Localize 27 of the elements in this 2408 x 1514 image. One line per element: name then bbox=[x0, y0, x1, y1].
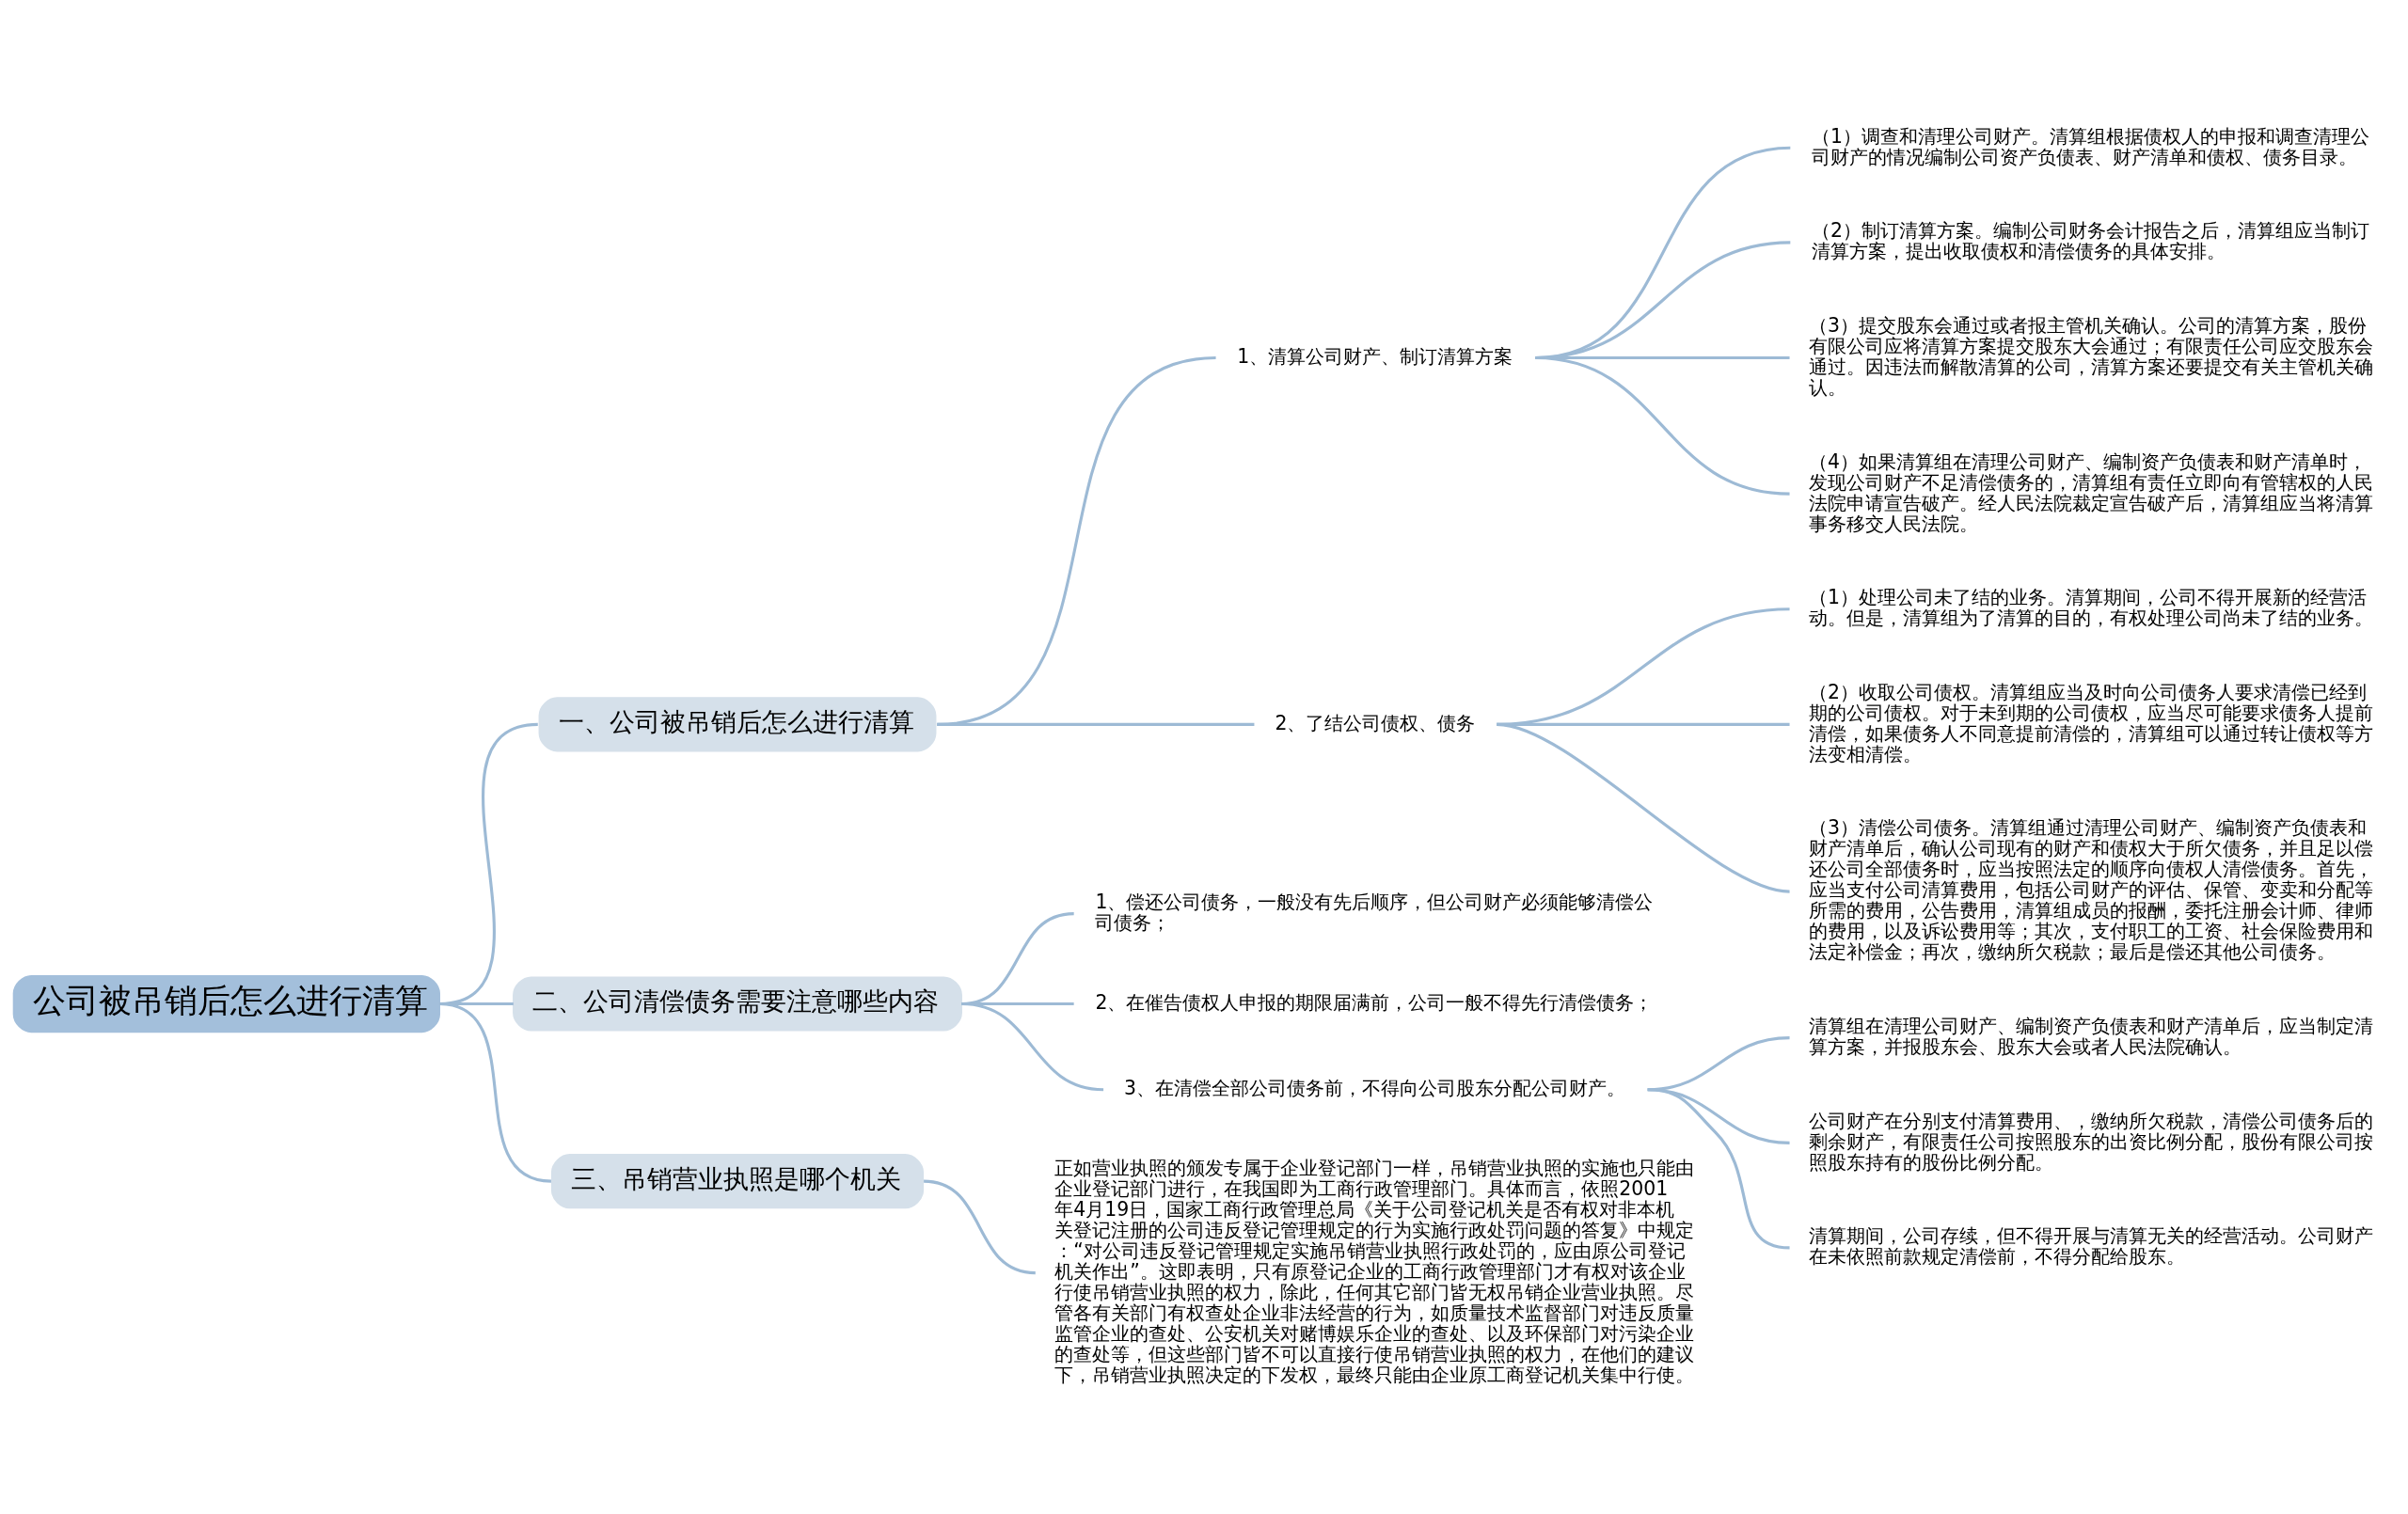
node-text: 1、清算公司财产、制订清算方案 bbox=[1237, 344, 1513, 368]
node-text: 清算期间，公司存续，但不得开展与清算无关的经营活动。公司财产在未依照前款规定清偿前，不得分配给股东。 bbox=[1808, 1224, 2373, 1269]
node-text: 2、在催告债权人申报的期限届满前，公司一般不得先行清偿债务； bbox=[1095, 990, 1654, 1014]
connector bbox=[1535, 355, 1790, 496]
node-text: （3）提交股东会通过或者报主管机关确认。公司的清算方案，股份有限公司应将清算方案提交股东大会通过；有限责任公司应交股东会通过。因违法而解散清算的公司，清算方案还要提交有关主管机关确认。 bbox=[1808, 313, 2373, 399]
node-text: （1）处理公司未了结的业务。清算期间，公司不得开展新的经营活动。但是，清算组为了清算的目的，有权处理公司尚未了结的业务。 bbox=[1808, 586, 2373, 630]
connector bbox=[961, 1001, 1104, 1092]
node-text: （1）调查和清理公司财产。清算组根据债权人的申报和调查清理公司财产的情况编制公司资产负债表、财产清单和债权、债务目录。 bbox=[1812, 124, 2370, 168]
node-text: 正如营业执照的颁发专属于企业登记部门一样，吊销营业执照的实施也只能由企业登记部门进行，在我国即为工商行政管理部门。具体而言，依照2001年4月19日，国家工商行政管理总局《关于公司登记机关是否有权对非本机关登记注册的公司违反登记管理规定的行为实施行政处罚问题的答复》中规定：“对公司违反登记管理规定实施吊销营业执照行政处罚的，应由原公司登记机关作出”。这即表明，只有原登记企业的工商行政管理部门才有权对该企业行使吊销营业执照的权力，除此，任何其它部门皆无权吊销企业营业执照。尽管各有关部门有权查处企业非法经营的行为，如质量技术监督部门对违反质量监管企业的查处、公安机关对赌博娱乐企业的查处、以及环保部门对污染企业的查处等，但这些部门皆不可以直接行使吊销营业执照的权力，在他们的建议下，吊销营业执照决定的下发权，最终只能由企业原工商登记机关集中行使。 bbox=[1054, 1156, 1695, 1387]
node-text: （4）如果清算组在清理公司财产、编制资产负债表和财产清单时，发现公司财产不足清偿债务的，清算组有责任立即向有管辖权的人民法院申请宣告破产。经人民法院裁定宣告破产后，清算组应当将清算事务移交人民法院。 bbox=[1808, 449, 2373, 535]
node-text: （3）清偿公司债务。清算组通过清理公司财产、编制资产负债表和财产清单后，确认公司现有的财产和债权大于所欠债务，并且足以偿还公司全部债务时，应当按照法定的顺序向债权人清偿债务。首先，应当支付公司清算费用，包括公司财产的评估、保管、变卖和分配等所需的费用，公告费用，清算组成员的报酬，委托注册会计师、律师的费用，以及诉讼费用等；其次，支付职工的工资、社会保险费用和法定补偿金；再次，缴纳所欠税款；最后是偿还其他公司债务。 bbox=[1808, 816, 2373, 964]
node-box: 三、吊销营业执照是哪个机关 bbox=[550, 1154, 925, 1209]
connector bbox=[438, 1002, 552, 1183]
connector bbox=[1497, 722, 1790, 893]
connector bbox=[923, 1179, 1036, 1275]
node-text: 1、偿还公司债务，一般没有先后顺序，但公司财产必须能够清偿公司债务； bbox=[1095, 890, 1654, 934]
node-text: （2）收取公司债权。清算组应当及时向公司债务人要求清偿已经到期的公司债权。对于未到期的公司债权，应当尽可能要求债务人提前清偿，如果债务人不同意提前清偿的，清算组可以通过转让债权等方法变相清偿。 bbox=[1808, 680, 2373, 765]
node-text: （2）制订清算方案。编制公司财务会计报告之后，清算组应当制订清算方案，提出收取债权和清偿债务的具体安排。 bbox=[1812, 219, 2370, 263]
node-box: 二、公司清偿债务需要注意哪些内容 bbox=[513, 976, 962, 1032]
connector bbox=[937, 722, 1255, 726]
node-text: 3、在清偿全部公司债务前，不得向公司股东分配公司财产。 bbox=[1124, 1077, 1626, 1100]
node-text: 清算组在清理公司财产、编制资产负债表和财产清单后，应当制定清算方案，并报股东会、股东大会或者人民法院确认。 bbox=[1808, 1015, 2373, 1059]
connector bbox=[1647, 1088, 1790, 1250]
node-box: 公司被吊销后怎么进行清算 bbox=[12, 974, 440, 1033]
node-text: 公司财产在分别支付清算费用、，缴纳所欠税款，清偿公司债务后的剩余财产，有限责任公司按照股东的出资比例分配，股份有限公司按照股东持有的股份比例分配。 bbox=[1808, 1109, 2373, 1174]
node-box: 一、公司被吊销后怎么进行清算 bbox=[538, 697, 937, 752]
node-text: 2、了结公司债权、债务 bbox=[1275, 711, 1476, 734]
